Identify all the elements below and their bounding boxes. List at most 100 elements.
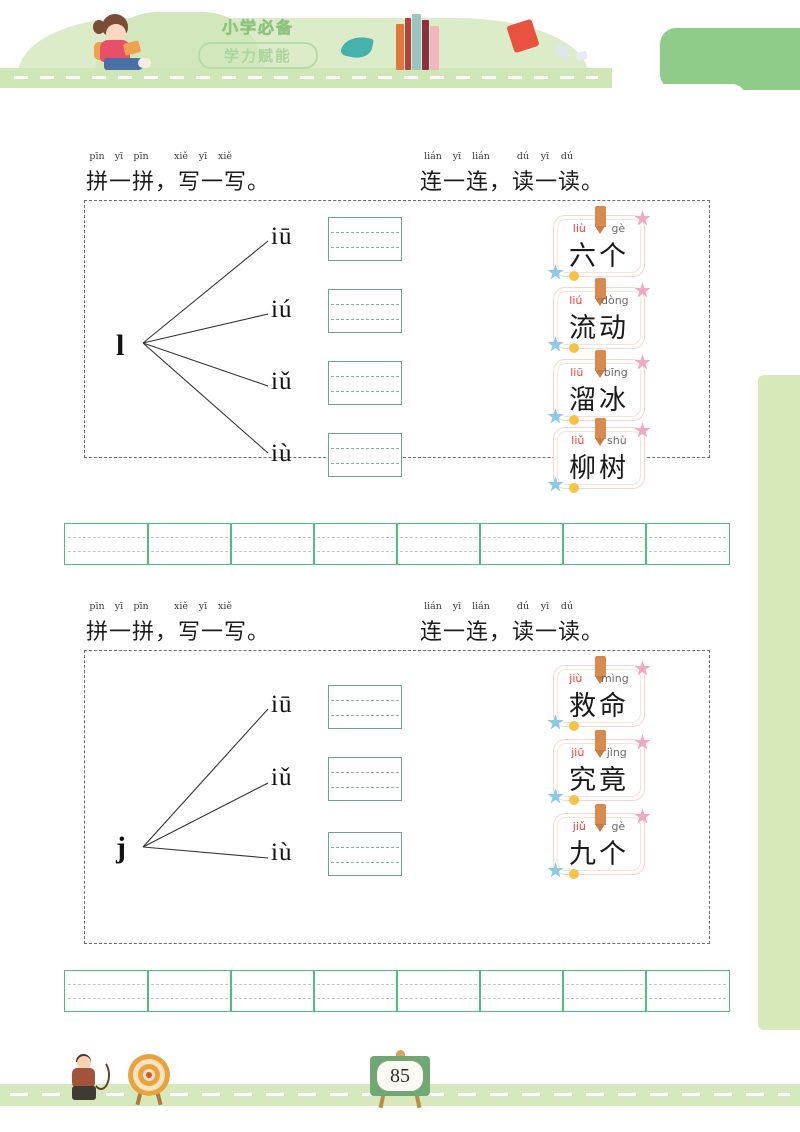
pinyin-annotation-left-1b: xiě yī xiě — [173, 151, 233, 162]
pencil-icon — [595, 730, 606, 758]
pencil-icon — [595, 350, 606, 378]
word-card-2-1[interactable]: jiù mìng 救命 — [547, 656, 651, 731]
card-pinyin-secondary: gè — [611, 819, 626, 833]
writing-cell[interactable] — [147, 970, 232, 1012]
practice-box-2-3[interactable] — [328, 832, 402, 876]
writing-cell[interactable] — [645, 523, 730, 565]
writing-cell[interactable] — [230, 523, 315, 565]
word-card-1-1[interactable]: liù gè 六个 — [547, 206, 651, 281]
corner-decoration-top-right — [660, 28, 800, 100]
pinyin-annotation-right-2b: dú yī dú — [516, 601, 574, 612]
pinyin-annotation-right-2a: lián yī lián — [424, 601, 490, 612]
writing-cell[interactable] — [64, 970, 149, 1012]
practice-box-1-4[interactable] — [328, 433, 402, 477]
writing-strip-2 — [64, 970, 730, 1012]
writing-cell[interactable] — [313, 523, 398, 565]
syllable-1-2: iú — [271, 296, 293, 323]
card-pinyin-secondary: shù — [607, 433, 627, 447]
card-pinyin-primary: jiū — [571, 745, 585, 759]
writing-cell[interactable] — [562, 523, 647, 565]
writing-cell[interactable] — [147, 523, 232, 565]
dot-icon — [569, 415, 579, 425]
card-hanzi: 柳树 — [569, 452, 629, 484]
pinyin-annotation-left-1a: pīn yī pīn — [89, 151, 149, 162]
page-number: 85 — [377, 1061, 423, 1091]
exercise-section-1: pīn yī pīn xiě yī xiě 拼一拼，写一写。 l — [0, 148, 800, 565]
dot-icon — [569, 869, 579, 879]
card-hanzi: 救命 — [569, 690, 629, 722]
pinyin-annotation-left-2b: xiě yī xiě — [173, 601, 233, 612]
page-footer: 85 — [0, 1040, 800, 1132]
dot-icon — [569, 343, 579, 353]
card-pinyin-primary: liú — [569, 293, 583, 307]
writing-cell[interactable] — [396, 523, 481, 565]
writing-cell[interactable] — [479, 970, 564, 1012]
card-hanzi: 溜冰 — [569, 384, 629, 416]
dot-icon — [569, 721, 579, 731]
syllable-1-1: iū — [271, 223, 293, 250]
instruction-left-2: pīn yī pīn xiě yī xiě 拼一拼，写一写。 — [86, 598, 270, 646]
target-icon — [128, 1054, 170, 1106]
card-pinyin-secondary: bīng — [603, 365, 628, 379]
card-pinyin-secondary: mìng — [600, 671, 629, 685]
pinyin-annotation-right-1a: lián yī lián — [424, 151, 490, 162]
pencil-icon — [595, 418, 606, 446]
writing-cell[interactable] — [479, 523, 564, 565]
edge-bar-decoration — [758, 375, 800, 1030]
syllable-2-2: iǔ — [271, 764, 293, 791]
practice-box-2-1[interactable] — [328, 685, 402, 729]
instruction-left-1: pīn yī pīn xiě yī xiě 拼一拼，写一写。 — [86, 148, 270, 196]
practice-box-1-2[interactable] — [328, 289, 402, 333]
syllable-2-1: iū — [271, 691, 293, 718]
card-pinyin-primary: liù — [572, 221, 586, 235]
initial-letter-2: j — [116, 831, 126, 864]
writing-cell[interactable] — [64, 523, 149, 565]
writing-strip-1 — [64, 523, 730, 565]
word-card-1-3[interactable]: liū bīng 溜冰 — [547, 350, 651, 425]
writing-cell[interactable] — [230, 970, 315, 1012]
easel-icon: 85 — [370, 1050, 430, 1109]
pinyin-annotation-right-1b: dú yī dú — [516, 151, 574, 162]
instruction-text-left-2: 拼一拼，写一写。 — [86, 620, 271, 645]
girl-reading-icon — [86, 14, 152, 76]
initial-letter-1: l — [116, 329, 125, 362]
word-card-1-4[interactable]: liǔ shù 柳树 — [547, 418, 651, 493]
card-hanzi: 流动 — [569, 312, 629, 344]
writing-cell[interactable] — [396, 970, 481, 1012]
writing-cell[interactable] — [562, 970, 647, 1012]
dot-icon — [569, 483, 579, 493]
exercise-section-2: pīn yī pīn xiě yī xiě 拼一拼，写一写。 l — [0, 598, 800, 1012]
writing-cell[interactable] — [645, 970, 730, 1012]
exercise-area-1: l iū iú iǔ iù liù — [84, 200, 710, 493]
pinyin-annotation-left-2a: pīn yī pīn — [89, 601, 149, 612]
header-road-decoration — [0, 68, 612, 88]
card-pinyin-primary: jiù — [569, 671, 583, 685]
connector-lines-1 — [142, 240, 269, 454]
instruction-text-right-1: 连一连，读一读。 — [420, 170, 605, 195]
instruction-text-left-1: 拼一拼，写一写。 — [86, 170, 271, 195]
word-card-2-3[interactable]: jiǔ gè 九个 — [547, 804, 651, 879]
pencil-icon — [595, 206, 606, 234]
card-pinyin-secondary: dòng — [601, 293, 629, 307]
instruction-text-right-2: 连一连，读一读。 — [420, 620, 605, 645]
syllable-1-3: iǔ — [271, 368, 293, 395]
card-hanzi: 究竟 — [569, 764, 629, 796]
practice-box-2-2[interactable] — [328, 757, 402, 801]
archer-icon — [68, 1054, 112, 1102]
pencil-icon — [595, 656, 606, 684]
card-pinyin-secondary: gè — [611, 221, 626, 235]
connector-lines-2 — [142, 708, 269, 859]
word-card-2-2[interactable]: jiū jìng 究竟 — [547, 730, 651, 805]
card-hanzi: 九个 — [569, 838, 629, 870]
practice-box-1-1[interactable] — [328, 217, 402, 261]
syllable-1-4: iù — [271, 440, 293, 467]
card-pinyin-primary: liū — [570, 365, 584, 379]
practice-box-1-3[interactable] — [328, 361, 402, 405]
writing-cell[interactable] — [313, 970, 398, 1012]
word-card-1-2[interactable]: liú dòng 流动 — [547, 278, 651, 353]
pencil-icon — [595, 278, 606, 306]
books-stack-icon — [396, 14, 444, 70]
page-title: 小学必备 — [221, 18, 294, 38]
dot-icon — [569, 271, 579, 281]
